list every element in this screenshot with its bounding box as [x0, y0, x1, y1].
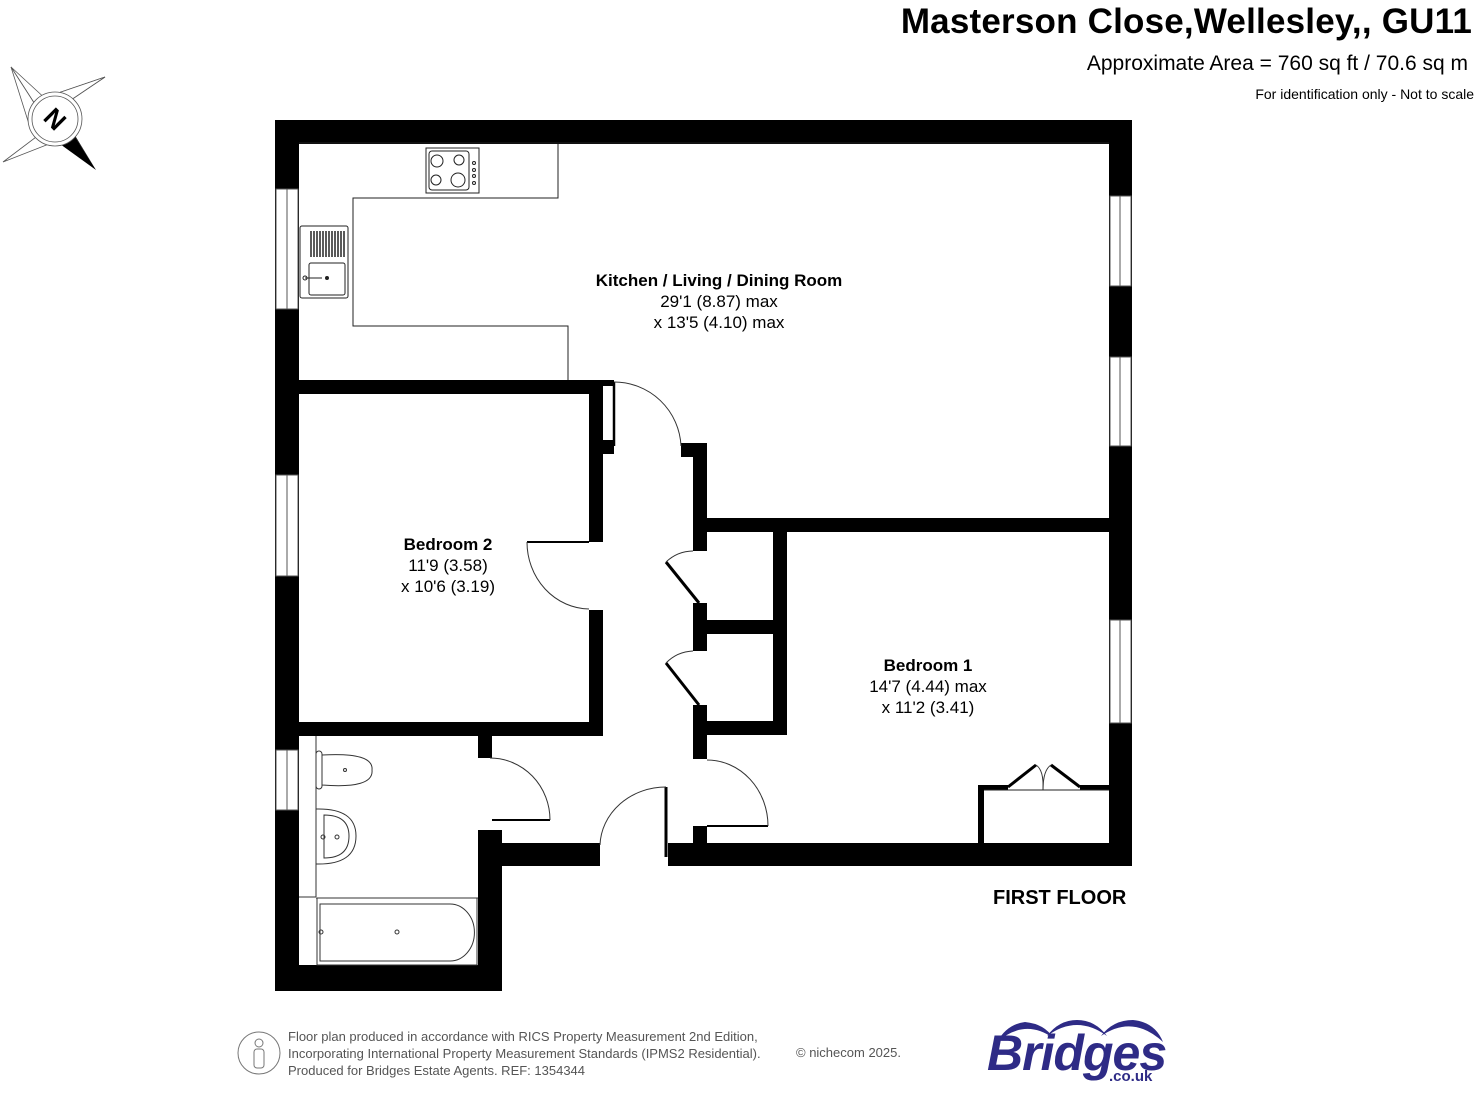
- footer: Floor plan produced in accordance with R…: [236, 1028, 936, 1080]
- bath-icon: [316, 897, 478, 966]
- room-dimension-width: x 10'6 (3.19): [401, 577, 495, 596]
- room-kitchen-living-dining: Kitchen / Living / Dining Room 29'1 (8.8…: [596, 270, 843, 333]
- windows: [275, 188, 1132, 811]
- toilet-icon: [315, 750, 373, 790]
- north-compass-icon: N: [2, 66, 106, 170]
- copyright: © nichecom 2025.: [796, 1045, 901, 1060]
- room-dimension-width: x 13'5 (4.10) max: [653, 313, 785, 332]
- bathroom-fixtures: [299, 736, 478, 966]
- person-icon: [237, 1031, 281, 1075]
- footer-line-2: Incorporating International Property Mea…: [288, 1046, 761, 1061]
- room-bedroom-2: Bedroom 2 11'9 (3.58) x 10'6 (3.19): [401, 534, 495, 597]
- footer-line-3: Produced for Bridges Estate Agents. REF:…: [288, 1063, 586, 1078]
- kitchen-worktop: [299, 142, 1109, 380]
- room-dimension-length: 14'7 (4.44) max: [869, 677, 987, 696]
- room-dimension-length: 29'1 (8.87) max: [660, 292, 778, 311]
- approximate-area: Approximate Area = 760 sq ft / 70.6 sq m: [1086, 52, 1468, 75]
- doors: [489, 381, 1081, 857]
- sink-icon: [299, 225, 349, 299]
- logo-wordmark: Bridges: [987, 1025, 1167, 1081]
- room-name: Bedroom 1: [883, 656, 973, 675]
- scale-disclaimer: For identification only - Not to scale: [1255, 86, 1474, 102]
- room-dimension-length: 11'9 (3.58): [408, 556, 488, 575]
- bridge-arches-icon: [997, 1020, 1163, 1042]
- hob-icon: [425, 147, 480, 194]
- room-bedroom-1: Bedroom 1 14'7 (4.44) max x 11'2 (3.41): [869, 655, 987, 718]
- property-title: Masterson Close,Wellesley,, GU11: [900, 2, 1472, 41]
- floor-label: FIRST FLOOR: [993, 887, 1127, 909]
- basin-icon: [315, 808, 357, 865]
- footer-line-1: Floor plan produced in accordance with R…: [288, 1029, 758, 1044]
- logo-domain: .co.uk: [1109, 1068, 1153, 1085]
- room-dimension-width: x 11'2 (3.41): [881, 698, 975, 717]
- bridges-logo: Bridges .co.uk: [985, 1016, 1175, 1088]
- room-name: Kitchen / Living / Dining Room: [595, 271, 843, 290]
- room-name: Bedroom 2: [403, 535, 493, 554]
